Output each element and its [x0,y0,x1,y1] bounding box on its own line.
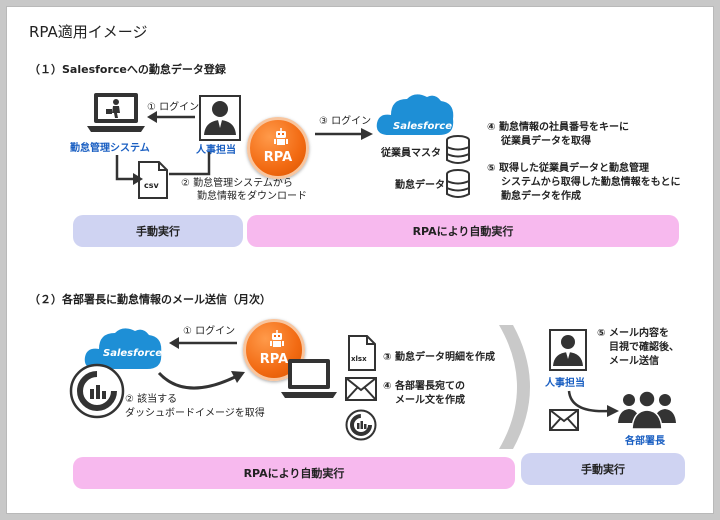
robot-icon [274,128,288,145]
page-title: RPA適用イメージ [29,23,148,41]
diagram-canvas: RPA適用イメージ （１）Salesforceへの勤怠データ登録 勤怠管理システ… [6,6,714,514]
s2-step2-line1: ② 該当する [125,394,178,405]
s2-manual-bar: 手動実行 [521,453,685,485]
rpa-label-1: RPA [263,150,293,165]
s1-step5-line2: システムから取得した勤怠情報をもとに [501,177,681,188]
mail-icon [345,377,377,401]
s1-step5-line1: ⑤ 取得した従業員データと勤怠管理 [487,163,649,174]
section2-heading: （２）各部署長に勤怠情報のメール送信（月次） [29,293,271,306]
group-people-icon [618,390,676,430]
flow-bracket [499,325,530,449]
dept-heads-label: 各部署長 [625,436,665,447]
mail-icon [549,409,579,431]
dashboard-icon [69,363,125,419]
csv-label: csv [144,181,159,190]
hr-person-icon-2 [549,329,587,371]
s1-step4-line1: ④ 勤怠情報の社員番号をキーに [487,122,629,133]
s1-step5-line3: 勤怠データを作成 [501,191,581,202]
s1-step4-line2: 従業員データを取得 [501,136,591,147]
robot-icon [270,330,284,347]
rpa-robot-badge-2: RPA [243,319,305,381]
database-icon-attendance [446,169,470,198]
arrow-login-3 [315,128,373,140]
xlsx-label: xlsx [351,355,367,363]
arrow-hr-to-csv [169,152,211,176]
s1-step1-text: ① ログイン [147,102,200,113]
s1-salesforce-label: Salesforce [393,121,452,132]
laptop-icon [281,359,337,398]
laptop-icon [87,93,145,132]
s1-manual-bar: 手動実行 [73,215,243,247]
s1-hr-person-label: 人事担当 [196,145,236,156]
s2-salesforce-label: Salesforce [103,348,162,359]
arrow-send-mail [567,390,619,417]
arrow-dashboard-fetch [157,371,245,390]
xlsx-file-icon [348,335,376,371]
csv-file-icon [138,161,168,199]
s2-step2-line2: ダッシュボードイメージを取得 [125,408,265,419]
s1-step2-line2: 勤怠情報をダウンロード [197,191,307,202]
rpa-label-2: RPA [259,352,289,367]
s2-step5-line2: 目視で確認後、 [609,342,679,353]
s1-step3-text: ③ ログイン [319,116,372,127]
s2-step4-line2: メール文を作成 [395,395,465,406]
kintai-system-label: 勤怠管理システム [70,143,150,154]
s1-auto-bar: RPAにより自動実行 [247,215,679,247]
s2-step5-line3: メール送信 [609,356,659,367]
rpa-robot-badge-1: RPA [247,117,309,179]
arrow-login-1 [147,111,195,123]
arrow-download [115,155,143,185]
s2-step4-line1: ④ 各部署長宛ての [383,381,465,392]
hr-person-icon [199,95,241,141]
s2-step3-text: ③ 勤怠データ明細を作成 [383,352,495,363]
employee-master-label: 従業員マスタ [381,148,441,159]
s2-step5-line1: ⑤ メール内容を [597,328,669,339]
salesforce-cloud-icon-1 [376,94,454,135]
salesforce-cloud-icon-2 [84,328,162,369]
s1-step2-line1: ② 勤怠管理システムから [181,178,293,189]
dashboard-small-icon [345,409,377,441]
attendance-data-label: 勤怠データ [395,180,445,191]
s2-auto-bar: RPAにより自動実行 [73,457,515,489]
section1-heading: （１）Salesforceへの勤怠データ登録 [29,63,226,76]
arrow-login-s2 [169,337,237,349]
database-icon-employee [446,135,470,164]
s2-hr-person-label: 人事担当 [545,378,585,389]
s2-step1-text: ① ログイン [183,326,236,337]
